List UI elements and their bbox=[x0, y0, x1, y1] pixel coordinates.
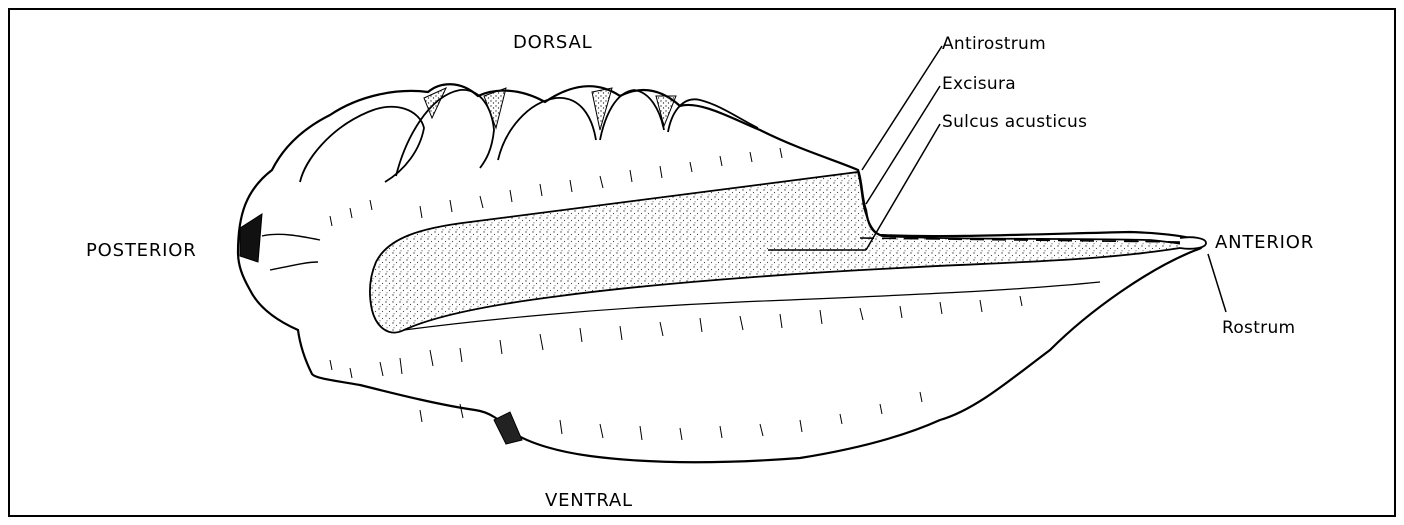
excisura-label: Excisura bbox=[942, 74, 1016, 94]
sulcus-acusticus-label: Sulcus acusticus bbox=[942, 112, 1087, 132]
posterior-label: POSTERIOR bbox=[86, 240, 197, 261]
rostrum-tip bbox=[1180, 237, 1206, 249]
dorsal-label: DORSAL bbox=[513, 32, 592, 53]
antirostrum-label: Antirostrum bbox=[942, 34, 1046, 54]
rostrum-leader bbox=[1208, 254, 1226, 312]
anterior-label: ANTERIOR bbox=[1215, 232, 1314, 253]
ventral-label: VENTRAL bbox=[545, 490, 633, 511]
antirostrum-leader bbox=[862, 46, 942, 170]
rostrum-label: Rostrum bbox=[1222, 318, 1295, 338]
